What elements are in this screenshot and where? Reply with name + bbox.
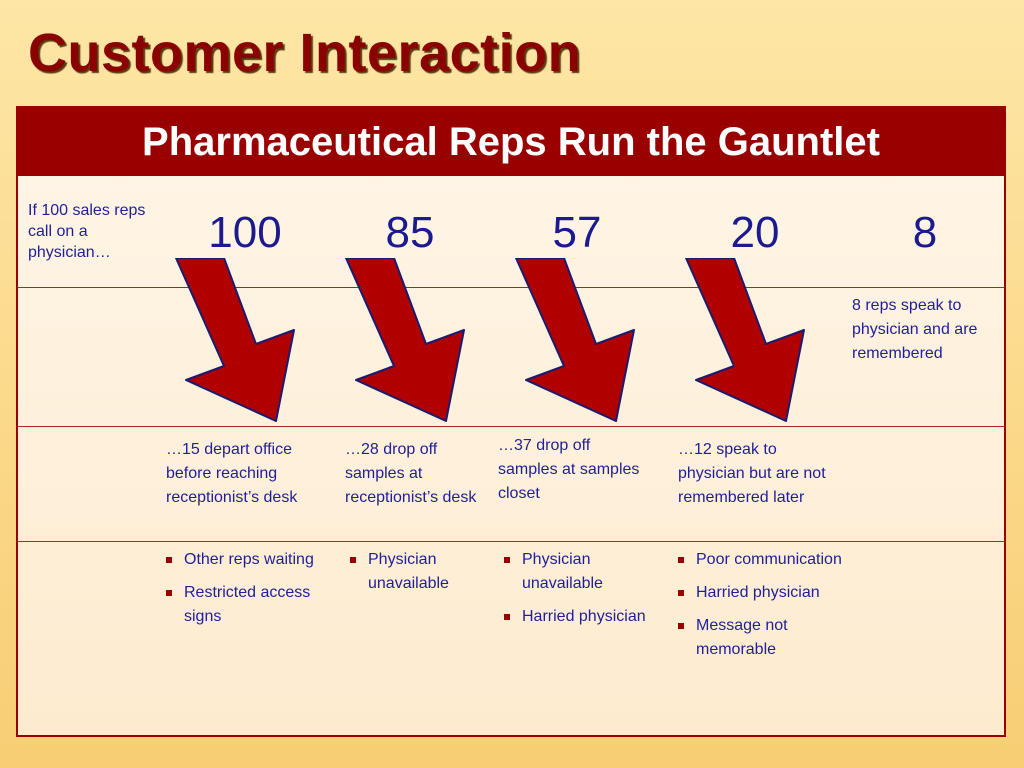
reason-text: Restricted access signs: [184, 584, 311, 625]
list-item: Message not memorable: [676, 614, 846, 662]
reason-list: Physician unavailable Harried physician: [502, 548, 652, 638]
step-description: …28 drop off samples at receptionist’s d…: [345, 441, 477, 506]
reason-list: Poor communication Harried physician Mes…: [676, 548, 846, 671]
reason-text: Other reps waiting: [184, 551, 314, 568]
final-note: 8 reps speak to physician and are rememb…: [852, 297, 978, 362]
square-bullet-icon: [504, 614, 510, 620]
row-divider: [18, 426, 1004, 427]
count-value: 57: [552, 208, 602, 257]
reason-list: Physician unavailable: [348, 548, 488, 605]
down-right-arrow-icon: [345, 258, 465, 422]
list-item: Physician unavailable: [348, 548, 488, 596]
square-bullet-icon: [166, 590, 172, 596]
count-value: 8: [912, 208, 938, 257]
square-bullet-icon: [678, 590, 684, 596]
reason-text: Harried physician: [522, 608, 646, 625]
count-value: 20: [730, 208, 780, 257]
square-bullet-icon: [678, 623, 684, 629]
row-divider: [18, 541, 1004, 542]
reason-list: Other reps waiting Restricted access sig…: [164, 548, 324, 638]
row-divider: [18, 287, 1004, 288]
list-item: Restricted access signs: [164, 581, 324, 629]
list-item: Harried physician: [676, 581, 846, 605]
reason-text: Message not memorable: [696, 617, 788, 658]
reason-text: Poor communication: [696, 551, 842, 568]
list-item: Harried physician: [502, 605, 652, 629]
reason-text: Physician unavailable: [522, 551, 603, 592]
list-item: Other reps waiting: [164, 548, 324, 572]
step-description: …37 drop off samples at samples closet: [498, 437, 640, 502]
gauntlet-panel: Pharmaceutical Reps Run the Gauntlet If …: [16, 106, 1006, 737]
intro-text: If 100 sales reps call on a physician…: [28, 202, 146, 261]
down-right-arrow-icon: [515, 258, 635, 422]
list-item: Poor communication: [676, 548, 846, 572]
reason-text: Harried physician: [696, 584, 820, 601]
slide-title: Customer Interaction: [28, 23, 582, 83]
list-item: Physician unavailable: [502, 548, 652, 596]
count-value: 85: [385, 208, 435, 257]
square-bullet-icon: [504, 557, 510, 563]
reason-text: Physician unavailable: [368, 551, 449, 592]
down-right-arrow-icon: [175, 258, 295, 422]
square-bullet-icon: [350, 557, 356, 563]
square-bullet-icon: [678, 557, 684, 563]
square-bullet-icon: [166, 557, 172, 563]
step-description: …12 speak to physician but are not remem…: [678, 441, 826, 506]
step-description: …15 depart office before reaching recept…: [166, 441, 298, 506]
count-value: 100: [208, 208, 282, 257]
down-right-arrow-icon: [685, 258, 805, 422]
panel-header: Pharmaceutical Reps Run the Gauntlet: [18, 108, 1004, 176]
